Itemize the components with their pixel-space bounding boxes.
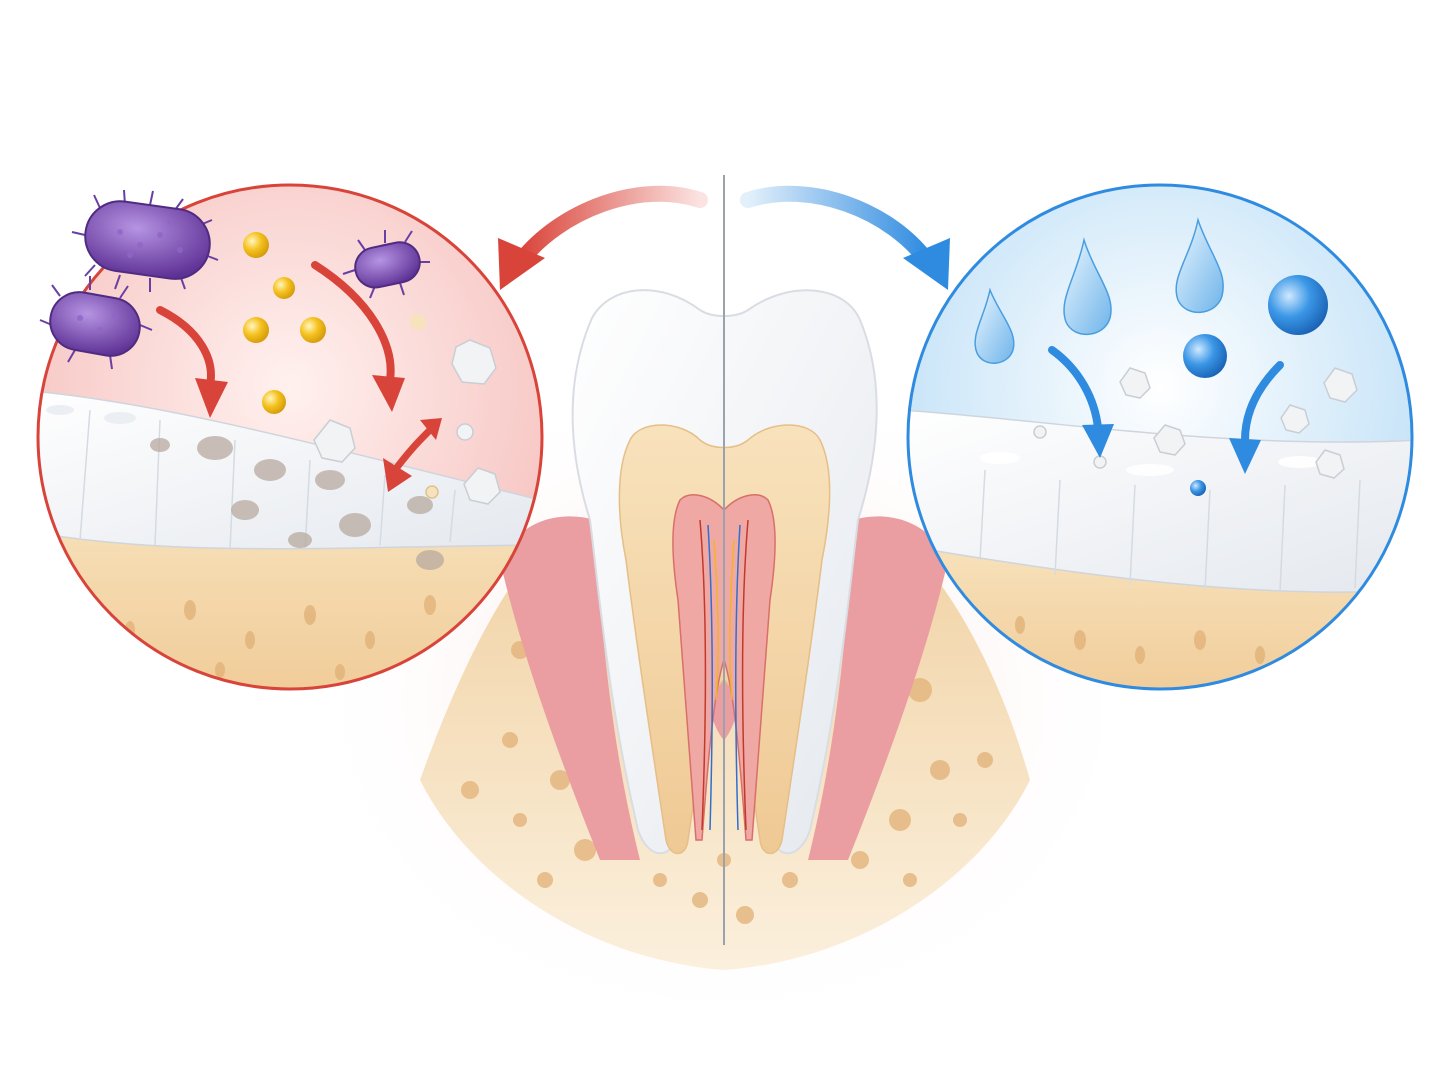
arrow-to-demineralization xyxy=(498,185,708,290)
smooth-enamel xyxy=(908,409,1412,593)
water-droplet-icon xyxy=(974,217,1224,364)
down-arrowhead-icon xyxy=(195,378,228,418)
enamel-pits xyxy=(150,436,444,570)
red-arrowhead-icon xyxy=(498,238,545,290)
exchange-arrow-icon xyxy=(383,418,442,492)
bacteria-icon xyxy=(39,276,153,370)
blue-arrowhead-icon xyxy=(903,238,950,290)
down-arrowhead-icon xyxy=(1229,438,1261,474)
acid-droplet-icon xyxy=(243,232,426,414)
mineral-crystal-icon xyxy=(313,339,501,505)
down-arrow-icon xyxy=(156,261,395,389)
arrow-to-remineralization xyxy=(740,185,950,290)
mineral-sphere-icon xyxy=(1183,275,1328,496)
nerve-fibers xyxy=(699,519,749,831)
bacteria-icon xyxy=(71,189,219,292)
down-arrowhead-icon xyxy=(1082,424,1114,458)
remineralization-panel xyxy=(906,183,1414,691)
mineral-crystal-icon xyxy=(1033,367,1358,479)
bacteria-icon xyxy=(342,230,430,299)
down-arrowhead-icon xyxy=(372,375,405,412)
down-arrow-icon xyxy=(1048,346,1284,444)
